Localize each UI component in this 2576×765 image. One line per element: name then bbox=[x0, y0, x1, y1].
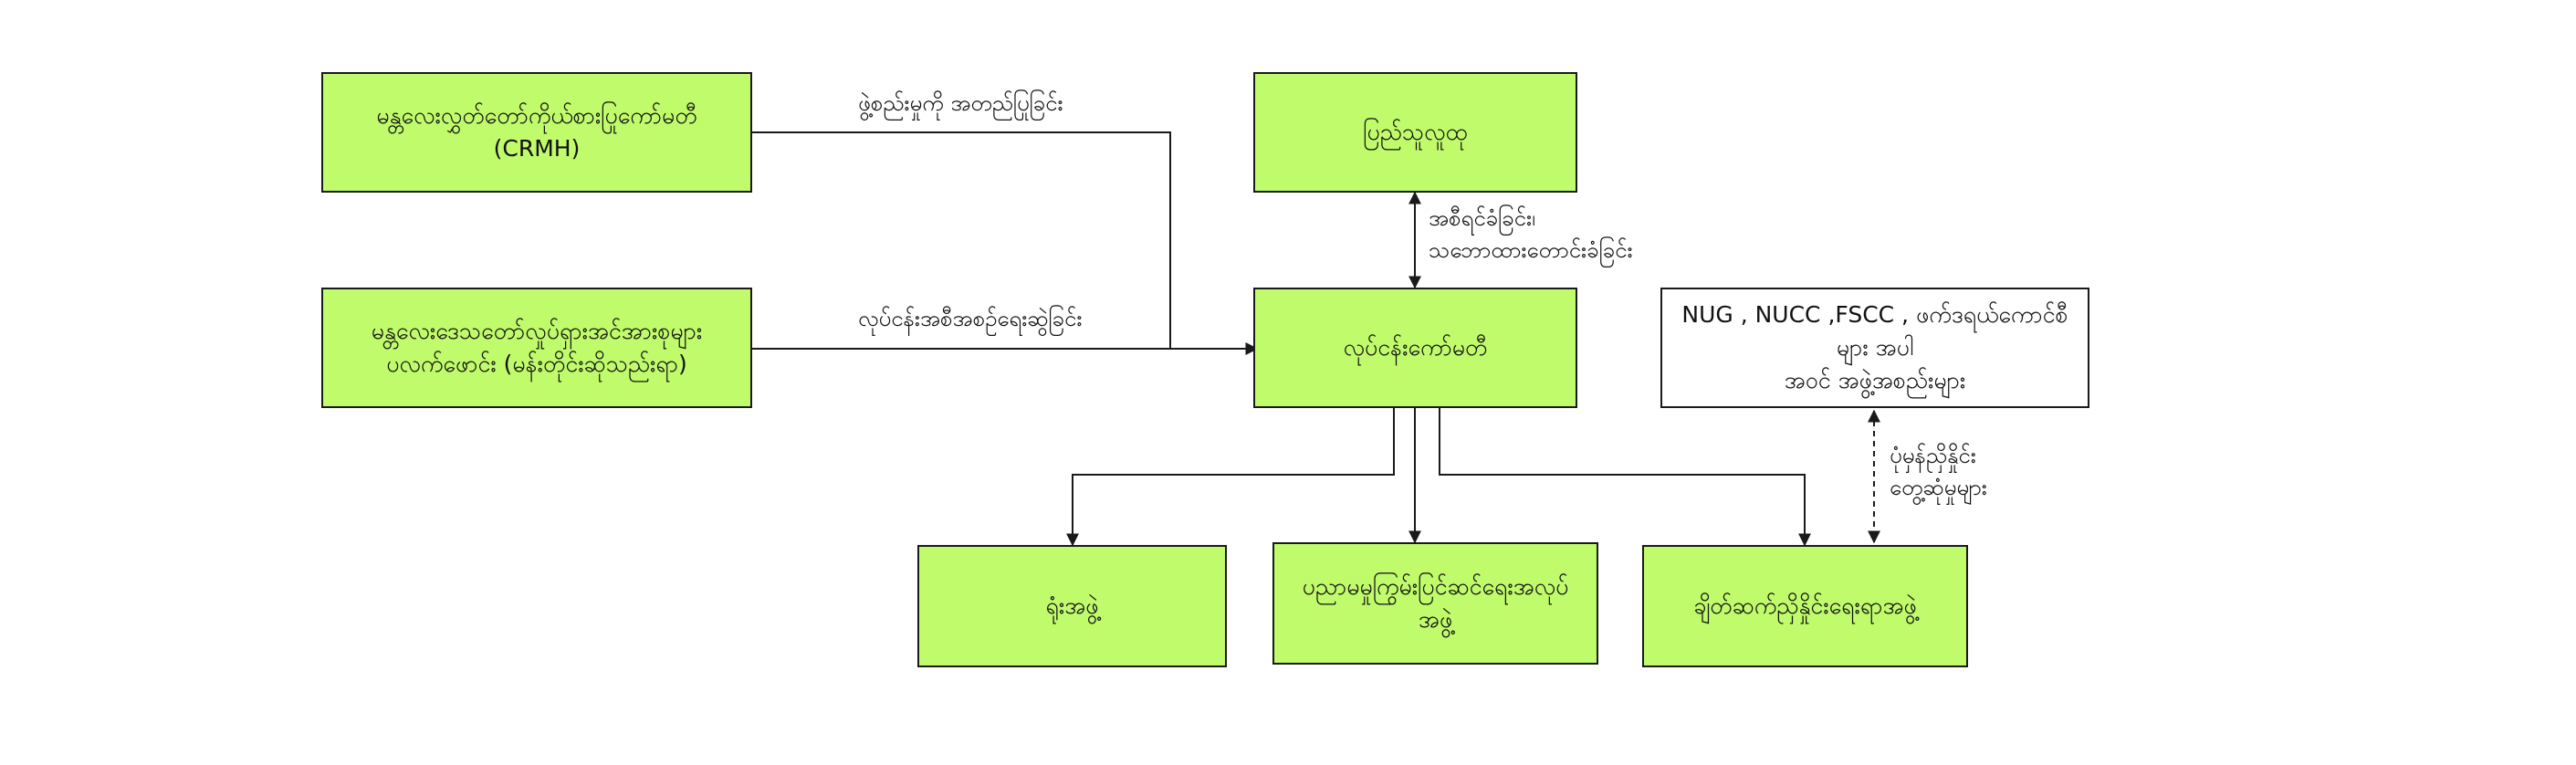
node-people: ပြည်သူလူထု bbox=[1253, 72, 1577, 193]
label-liaison-nug: ပုံမှန်ညှိနှိုင်း တွေ့ဆုံမှုများ bbox=[1890, 443, 1987, 500]
node-nug-organizations: NUG , NUCC ,FSCC , ဖက်ဒရယ်ကောင်စီများ အပ… bbox=[1660, 288, 2089, 408]
node-office-group: ရုံးအဖွဲ့ bbox=[917, 545, 1227, 667]
node-liaison-group: ချိတ်ဆက်ညှိနှိုင်းရေးရာအဖွဲ့ bbox=[1642, 545, 1968, 667]
label-groups-to-committee: လုပ်ငန်းအစီအစဉ်ရေးဆွဲခြင်း bbox=[858, 306, 1083, 331]
node-working-committee: လုပ်ငန်းကော်မတီ bbox=[1253, 288, 1577, 408]
node-crmh: မန္တလေးလွှတ်တော်ကိုယ်စားပြုကော်မတီ (CRMH… bbox=[321, 72, 752, 193]
node-education-group: ပညာမမှုကြွမ်းပြင်ဆင်ရေးအလုပ်အဖွဲ့ bbox=[1272, 542, 1598, 665]
connector-committee-to-office bbox=[1066, 408, 1395, 547]
connector-crmh-to-committee bbox=[752, 131, 1171, 349]
node-mandalay-groups: မန္တလေးဒေသတော်လှုပ်ရှားအင်အားစုများ ပလက်… bbox=[321, 288, 752, 408]
label-committee-people: အစီရင်ခံခြင်း၊ သဘောထားတောင်းခံခြင်း bbox=[1429, 205, 1633, 263]
connector-committee-to-liaison bbox=[1439, 408, 1811, 547]
label-crmh-to-committee: ဖွဲ့စည်းမှုကို အတည်ပြုခြင်း bbox=[858, 90, 1063, 116]
